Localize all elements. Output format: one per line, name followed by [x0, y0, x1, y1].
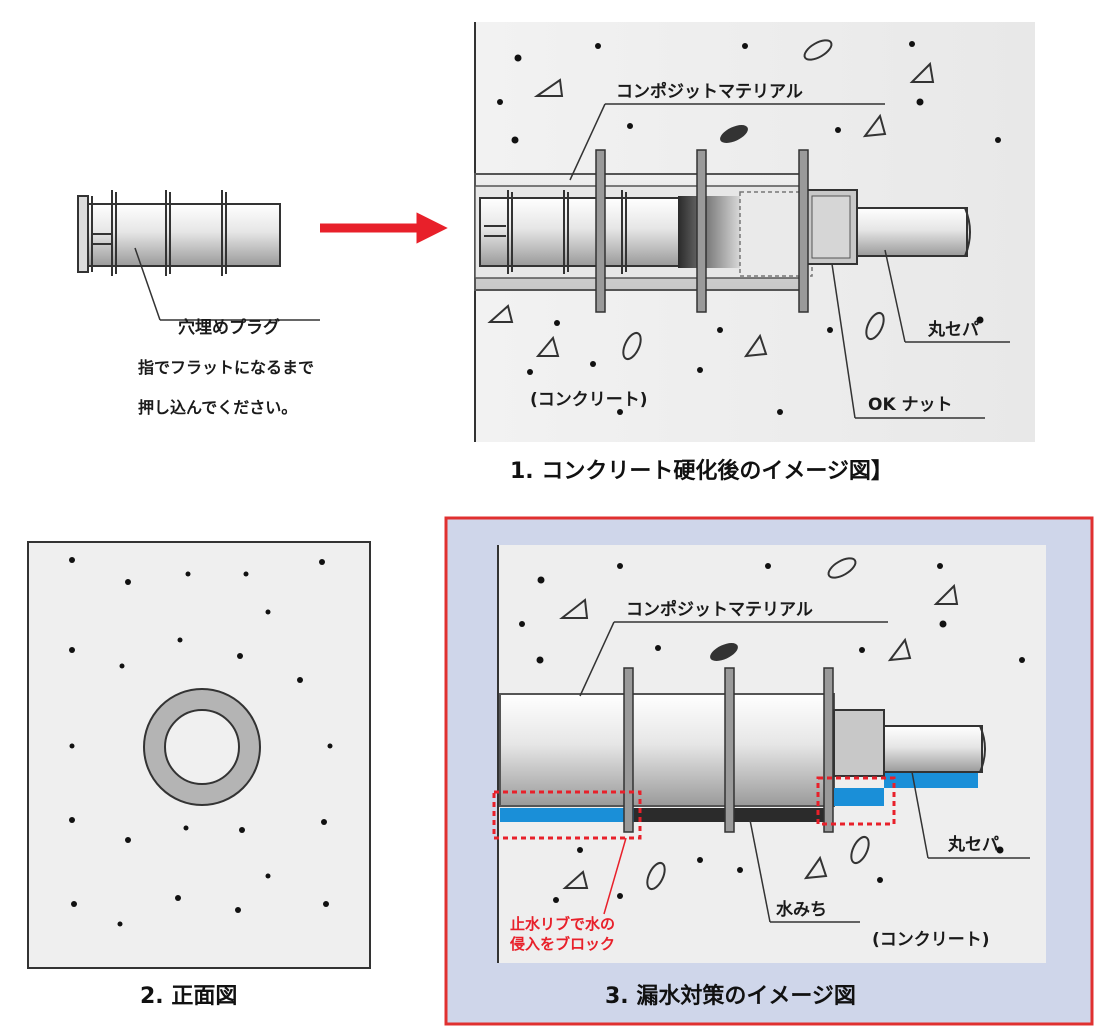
d3-water-leader [749, 819, 771, 923]
diagram1-panel [474, 22, 1035, 442]
d3-water-label: 水みち [776, 899, 827, 920]
d1-nut-label: OK ナット [868, 395, 953, 415]
d2-caption: 2. 正面図 [140, 984, 237, 1009]
d1-nut-leader [831, 263, 856, 419]
plug-instruction-line2: 押し込んでください。 [138, 398, 297, 417]
d1-washer-leader [884, 249, 906, 343]
d3-washer-leader [911, 771, 929, 859]
d1-material-leader [569, 103, 606, 181]
d1-washer-label: 丸セパ [927, 319, 979, 340]
d3-note-line2: 侵入をブロック [509, 935, 615, 953]
d3-material-leader [579, 621, 615, 697]
d3-material-label: コンポジットマテリアル [626, 599, 813, 620]
diagram2-panel [27, 541, 371, 969]
d3-note-leader [603, 837, 627, 915]
d1-concrete-label: (コンクリート) [530, 390, 648, 410]
d1-material-label: コンポジットマテリアル [616, 81, 803, 102]
d3-washer-label: 丸セパ [947, 834, 999, 855]
d3-concrete-label: (コンクリート) [872, 930, 990, 950]
d1-caption: 1. コンクリート硬化後のイメージ図】 [510, 458, 893, 484]
diagram3-frame [444, 516, 1094, 1026]
plug-title-label: 穴埋めプラグ [178, 317, 280, 338]
plug-leader-line [134, 247, 161, 321]
plug-instruction-line1: 指でフラットになるまで [138, 358, 314, 377]
d3-note-line1: 止水リブで水の [510, 915, 615, 933]
plug-illustration [77, 190, 281, 276]
d3-caption: 3. 漏水対策のイメージ図 [605, 983, 856, 1009]
